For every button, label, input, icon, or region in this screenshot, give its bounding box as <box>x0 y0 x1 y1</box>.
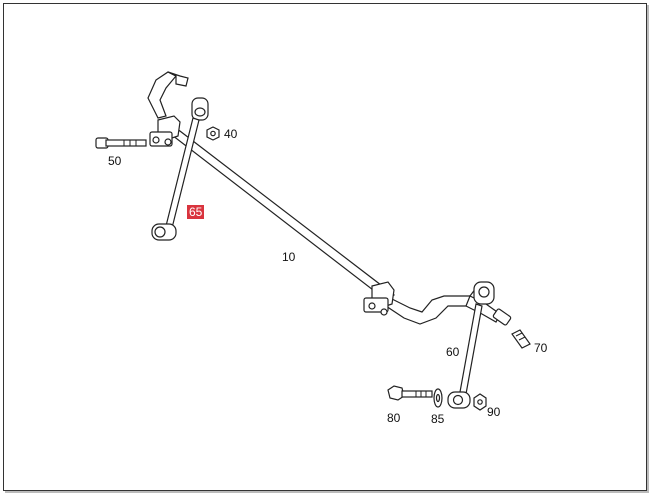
washer-85[interactable] <box>433 388 443 408</box>
callout-40[interactable]: 40 <box>224 127 238 141</box>
callout-50[interactable]: 50 <box>108 154 122 168</box>
right-bushing-clamp[interactable] <box>363 281 395 316</box>
nut-90[interactable] <box>473 393 487 411</box>
screw-70[interactable] <box>492 308 531 349</box>
callout-65[interactable]: 65 <box>189 205 203 219</box>
bolt-50[interactable] <box>95 137 147 149</box>
nut-40[interactable] <box>206 126 220 141</box>
callout-65-highlight <box>187 205 204 219</box>
coupling-rod-60[interactable] <box>447 281 495 409</box>
left-bushing-clamp[interactable] <box>149 115 181 147</box>
coupling-rod-65[interactable] <box>151 117 200 241</box>
bolt-80[interactable] <box>387 385 433 401</box>
callout-90[interactable]: 90 <box>487 405 501 419</box>
callout-80[interactable]: 80 <box>387 411 401 425</box>
callout-10[interactable]: 10 <box>282 250 296 264</box>
callout-70[interactable]: 70 <box>534 341 548 355</box>
callout-85[interactable]: 85 <box>431 412 445 426</box>
callout-60[interactable]: 60 <box>446 345 460 359</box>
upper-link-joint[interactable] <box>191 97 209 121</box>
